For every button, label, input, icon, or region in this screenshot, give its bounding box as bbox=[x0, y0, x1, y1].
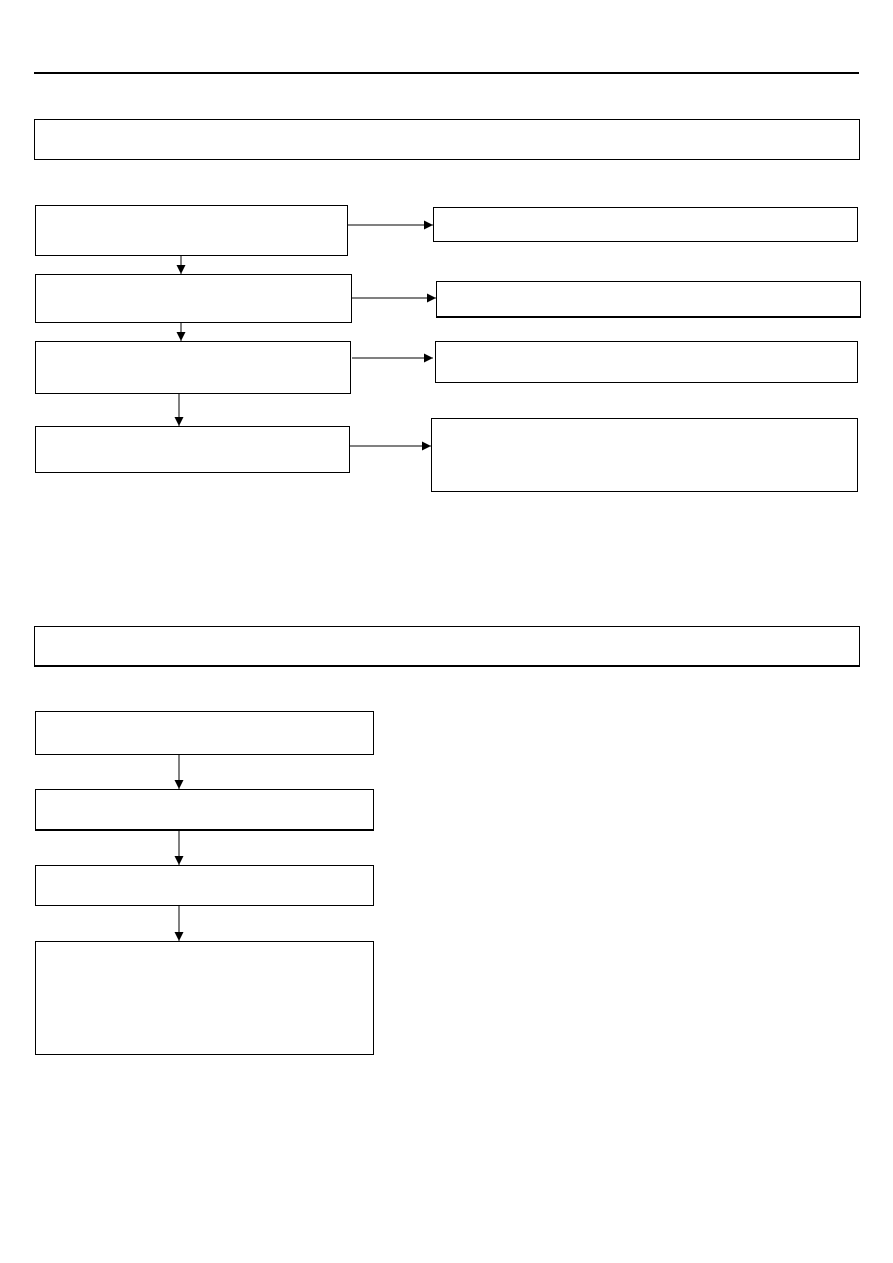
section-1-step-2 bbox=[35, 274, 352, 323]
section-1-outcome-2 bbox=[436, 281, 861, 318]
section-1-step-4 bbox=[35, 426, 350, 473]
section-2-step-2 bbox=[35, 789, 374, 831]
section-2-step-3 bbox=[35, 865, 374, 906]
section-1-outcome-1 bbox=[433, 207, 858, 242]
section-1-step-1 bbox=[35, 205, 348, 256]
section-1-step-3 bbox=[35, 341, 351, 394]
section-1-title-box bbox=[34, 119, 860, 160]
section-1-outcome-4 bbox=[431, 418, 858, 492]
section-2-step-1 bbox=[35, 711, 374, 755]
section-1-outcome-3 bbox=[435, 341, 858, 383]
header-rule bbox=[34, 72, 859, 74]
section-2-title-box bbox=[34, 626, 860, 667]
section-2-step-4 bbox=[35, 941, 374, 1055]
